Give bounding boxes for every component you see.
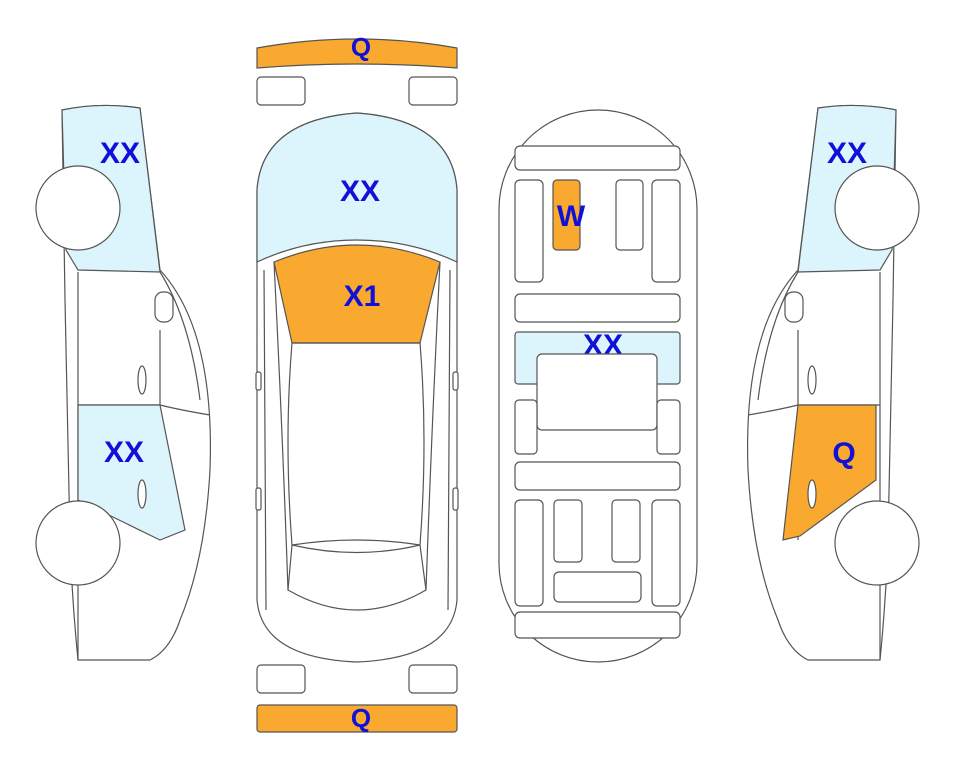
windshield-code: X1: [344, 280, 381, 313]
right-front-wheel: [834, 165, 920, 251]
right-rear-door-zone[interactable]: [782, 404, 877, 541]
rear-window-outline: [287, 539, 427, 611]
front-bumper-code: Q: [351, 32, 371, 62]
left-front-rail: [514, 179, 544, 283]
right-body-line: [447, 269, 451, 611]
left-door-line: [273, 261, 289, 591]
underbody-view: W XX: [498, 109, 698, 663]
windshield-zone[interactable]: [273, 244, 441, 344]
floor-pan: [536, 353, 658, 431]
rear-left-light: [256, 664, 306, 694]
right-side-view: XX Q: [747, 104, 920, 661]
right-rear-door-code: Q: [832, 437, 855, 470]
spare-well: [553, 571, 642, 603]
front-right-light: [408, 76, 458, 106]
front-left-light: [256, 76, 306, 106]
floor-front-panel-code: W: [557, 200, 586, 233]
left-side-view: XX XX: [35, 104, 211, 661]
right-sill: [656, 399, 681, 455]
right-mirror-side: [784, 291, 804, 323]
left-front-handle: [137, 365, 147, 395]
left-body-line: [263, 269, 267, 611]
roof-outline: [287, 342, 425, 554]
right-front-handle: [807, 365, 817, 395]
engine-mount-right: [615, 179, 644, 251]
right-fender-code: XX: [827, 137, 867, 170]
right-rear-rail: [651, 499, 681, 607]
rear-bumper-code: Q: [351, 703, 371, 733]
right-front-rail: [651, 179, 681, 283]
hood-code: XX: [340, 175, 380, 208]
hood-zone[interactable]: [256, 112, 458, 263]
front-crossmember: [514, 145, 681, 171]
top-view: Q XX X1 Q: [255, 32, 459, 733]
left-a-pillar: [159, 271, 201, 401]
left-front-wheel: [35, 165, 121, 251]
right-rear-handle: [452, 487, 459, 511]
left-sill: [514, 399, 538, 455]
rear-mount-left: [553, 499, 583, 563]
rear-bumper-zone[interactable]: [256, 704, 458, 733]
left-rear-door-code: XX: [104, 436, 144, 469]
front-bumper-zone[interactable]: [256, 38, 458, 69]
right-door-line: [425, 261, 441, 591]
left-fender-code: XX: [100, 137, 140, 170]
right-mirror: [452, 371, 459, 391]
left-rear-rail: [514, 499, 544, 607]
rear-panel: [514, 611, 681, 639]
rear-mount-right: [611, 499, 641, 563]
floor-front-panel-zone[interactable]: [552, 179, 581, 251]
right-rear-wheel: [834, 500, 920, 586]
rear-crossmember: [514, 461, 681, 491]
left-mirror: [255, 371, 262, 391]
left-mirror-side: [154, 291, 174, 323]
rear-right-light: [408, 664, 458, 694]
left-rear-handle-side: [137, 479, 147, 509]
left-rear-door-zone[interactable]: [77, 404, 186, 541]
left-rear-handle: [255, 487, 262, 511]
left-rear-wheel: [35, 500, 121, 586]
subframe-bar: [514, 293, 681, 323]
right-a-pillar: [757, 271, 799, 401]
right-rear-handle-side: [807, 479, 817, 509]
